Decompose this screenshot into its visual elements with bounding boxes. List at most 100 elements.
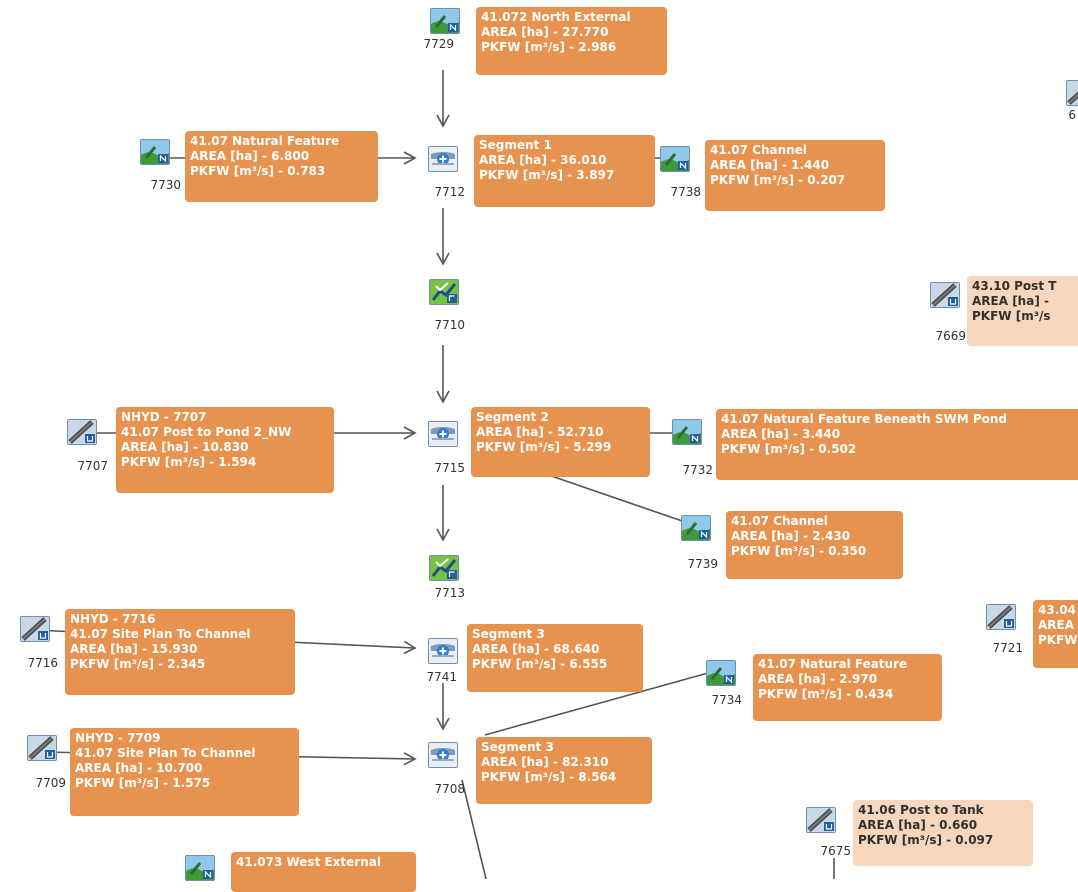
node-name: Segment 3	[481, 740, 554, 754]
node-id: 7710	[434, 318, 465, 332]
node-id: 7738	[670, 185, 701, 199]
node-flow: PKFW [m³/s] - 0.502	[721, 442, 857, 456]
node-flow: PKFW [m³/s	[972, 309, 1051, 323]
node-area: AREA [ha] - 52.710	[476, 425, 604, 439]
catchment-n-icon	[672, 419, 702, 445]
node-area: AREA	[1038, 618, 1075, 632]
link-7708-down	[461, 779, 487, 879]
tunnel-icon	[930, 282, 960, 308]
node-label: 41.07 Channel AREA [ha] - 2.430 PKFW [m³…	[726, 511, 903, 579]
node-label: NHYD - 7716 41.07 Site Plan To Channel A…	[65, 609, 295, 695]
node-name: 41.07 Site Plan To Channel	[75, 746, 256, 760]
tunnel-icon	[806, 807, 836, 833]
tunnel-icon	[20, 616, 50, 642]
junction-icon	[428, 638, 458, 664]
catchment-n-icon	[185, 855, 215, 881]
node-id: 7730	[150, 178, 181, 192]
catchment-n-icon	[430, 8, 460, 34]
node-flow: PKFW [m³/s] - 0.097	[858, 833, 994, 847]
node-id: 7734	[711, 693, 742, 707]
node-area: AREA [ha] - 1.440	[710, 158, 830, 172]
tunnel-icon	[1066, 80, 1078, 106]
node-area: AREA [ha] - 2.430	[731, 529, 851, 543]
node-area: AREA [ha] - 6.800	[190, 149, 310, 163]
node-area: AREA [ha] - 3.440	[721, 427, 841, 441]
node-name: 43.10 Post T	[972, 279, 1057, 293]
node-label: 43.10 Post T AREA [ha] - PKFW [m³/s	[967, 276, 1078, 346]
node-flow: PKFW [m³/s] - 5.299	[476, 440, 612, 454]
node-label: Segment 3 AREA [ha] - 68.640 PKFW [m³/s]…	[467, 624, 643, 692]
link-7734-7708	[484, 672, 709, 736]
node-name: 41.073 West External	[236, 855, 381, 869]
node-name: Segment 1	[479, 138, 552, 152]
node-id: 7712	[434, 185, 465, 199]
node-flow: PKFW	[1038, 633, 1078, 647]
catchment-n-icon	[706, 660, 736, 686]
node-flow: PKFW [m³/s] - 0.434	[758, 687, 894, 701]
node-label: 41.07 Natural Feature AREA [ha] - 2.970 …	[753, 654, 942, 721]
node-flow: PKFW [m³/s] - 2.345	[70, 657, 206, 671]
node-name: 41.07 Natural Feature	[190, 134, 340, 148]
junction-icon	[428, 146, 458, 172]
node-title: NHYD - 7709	[75, 731, 161, 745]
node-name: 41.06 Post to Tank	[858, 803, 984, 817]
node-name: 41.07 Natural Feature Beneath SWM Pond	[721, 412, 1008, 426]
node-title: NHYD - 7707	[121, 410, 207, 424]
node-label: Segment 1 AREA [ha] - 36.010 PKFW [m³/s]…	[474, 135, 655, 207]
route-icon	[429, 555, 459, 581]
node-name: 41.072 North External	[481, 10, 631, 24]
node-area: AREA [ha] - 10.700	[75, 761, 203, 775]
node-label: 41.073 West External	[231, 852, 416, 892]
tunnel-icon	[986, 604, 1016, 630]
node-area: AREA [ha] - 68.640	[472, 642, 600, 656]
node-id: 7716	[27, 656, 58, 670]
node-area: AREA [ha] -	[972, 294, 1049, 308]
node-flow: PKFW [m³/s] - 8.564	[481, 770, 617, 784]
node-label: 41.072 North External AREA [ha] - 27.770…	[476, 7, 667, 75]
node-id: 7707	[77, 459, 108, 473]
catchment-n-icon	[140, 139, 170, 165]
node-id: 7715	[434, 461, 465, 475]
node-id: 7669	[935, 329, 966, 343]
node-id: 7709	[35, 776, 66, 790]
catchment-n-icon	[660, 146, 690, 172]
node-area: AREA [ha] - 0.660	[858, 818, 978, 832]
node-label: NHYD - 7709 41.07 Site Plan To Channel A…	[70, 728, 299, 816]
node-name: Segment 3	[472, 627, 545, 641]
node-label: 41.07 Natural Feature AREA [ha] - 6.800 …	[185, 131, 378, 202]
node-label: 41.06 Post to Tank AREA [ha] - 0.660 PKF…	[853, 800, 1033, 866]
node-name: 41.07 Natural Feature	[758, 657, 908, 671]
junction-icon	[428, 742, 458, 768]
node-label: NHYD - 7707 41.07 Post to Pond 2_NW AREA…	[116, 407, 334, 493]
node-area: AREA [ha] - 82.310	[481, 755, 609, 769]
node-flow: PKFW [m³/s] - 0.783	[190, 164, 326, 178]
node-flow: PKFW [m³/s] - 0.350	[731, 544, 867, 558]
node-name: 43.04	[1038, 603, 1076, 617]
node-id: 7721	[992, 641, 1023, 655]
node-label: 43.04 AREA PKFW	[1033, 600, 1078, 668]
node-title: NHYD - 7716	[70, 612, 156, 626]
node-name: 41.07 Channel	[731, 514, 828, 528]
node-flow: PKFW [m³/s] - 1.594	[121, 455, 257, 469]
node-flow: PKFW [m³/s] - 0.207	[710, 173, 846, 187]
node-id: 7708	[434, 782, 465, 796]
node-flow: PKFW [m³/s] - 3.897	[479, 168, 615, 182]
tunnel-icon	[27, 735, 57, 761]
node-id: 6	[1068, 108, 1076, 122]
node-id: 7713	[434, 586, 465, 600]
node-id: 7741	[426, 670, 457, 684]
junction-icon	[428, 421, 458, 447]
node-name: 41.07 Channel	[710, 143, 807, 157]
route-icon	[429, 279, 459, 305]
link-7739-7715	[533, 469, 686, 523]
node-flow: PKFW [m³/s] - 2.986	[481, 40, 617, 54]
node-flow: PKFW [m³/s] - 6.555	[472, 657, 608, 671]
node-flow: PKFW [m³/s] - 1.575	[75, 776, 211, 790]
node-area: AREA [ha] - 15.930	[70, 642, 198, 656]
node-name: 41.07 Post to Pond 2_NW	[121, 425, 292, 439]
node-area: AREA [ha] - 27.770	[481, 25, 609, 39]
node-label: 41.07 Natural Feature Beneath SWM Pond A…	[716, 409, 1078, 480]
node-id: 7739	[687, 557, 718, 571]
tunnel-icon	[67, 419, 97, 445]
node-label: Segment 2 AREA [ha] - 52.710 PKFW [m³/s]…	[471, 407, 650, 477]
